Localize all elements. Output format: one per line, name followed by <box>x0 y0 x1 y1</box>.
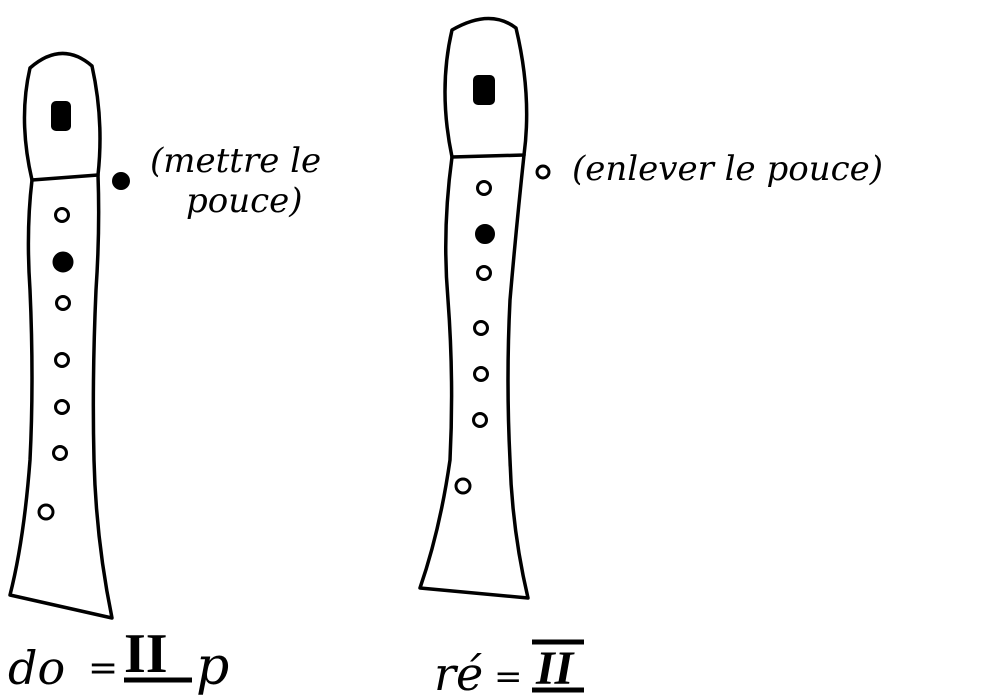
open-hole-icon <box>476 265 492 281</box>
open-hole-icon <box>52 445 68 461</box>
filled-hole-icon <box>475 224 495 244</box>
open-hole-icon <box>473 320 489 336</box>
left-equals: = <box>88 648 118 689</box>
open-hole-icon <box>454 477 472 495</box>
left-recorder-head-icon <box>22 51 102 182</box>
right-recorder-body-icon <box>418 153 530 600</box>
left-suffix: p <box>196 637 229 697</box>
right-equals: = <box>494 657 523 697</box>
right-windway-icon <box>473 75 495 105</box>
open-hole-icon <box>54 399 70 415</box>
open-hole-icon <box>37 503 55 521</box>
right-recorder-head-icon <box>443 16 529 159</box>
left-roman-numeral: II <box>124 623 168 685</box>
open-hole-icon <box>472 412 488 428</box>
open-hole-icon <box>476 180 492 196</box>
right-note-name: ré <box>434 647 483 698</box>
left-thumb-hole-closed-icon <box>112 172 130 190</box>
left-annotation-line2: pouce) <box>186 181 303 221</box>
right-roman-numeral: II <box>535 642 576 695</box>
filled-hole-icon <box>52 251 74 273</box>
left-recorder <box>8 51 114 620</box>
right-annotation: (enlever le pouce) <box>572 149 883 189</box>
left-note-name: do <box>8 641 65 695</box>
left-windway-icon <box>51 101 71 131</box>
left-annotation-line1: (mettre le <box>150 141 321 181</box>
left-recorder-body-icon <box>8 173 114 620</box>
open-hole-icon <box>54 207 70 223</box>
left-front-holes <box>37 207 74 521</box>
right-thumb-hole-open-icon <box>535 164 551 180</box>
open-hole-icon <box>473 366 489 382</box>
right-front-holes <box>454 180 495 495</box>
open-hole-icon <box>55 295 71 311</box>
open-hole-icon <box>54 352 70 368</box>
right-recorder <box>418 16 530 600</box>
